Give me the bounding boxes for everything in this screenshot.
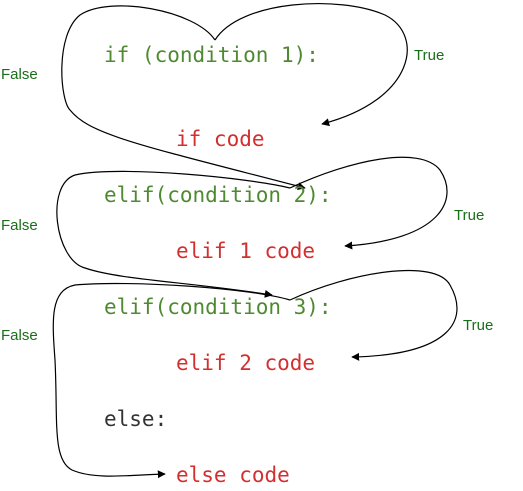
- elif1-condition-line: elif(condition 2):: [104, 183, 332, 207]
- true-label-2: True: [454, 207, 485, 224]
- false-arrow-3: [52, 282, 291, 479]
- else-code-line: else code: [176, 463, 290, 487]
- false-arrow-2: [56, 170, 291, 298]
- false-label-1: False: [1, 66, 38, 83]
- elif2-code-line: elif 2 code: [176, 351, 316, 375]
- false-arrow-1: [61, 5, 306, 191]
- if-code-line: if code: [176, 127, 265, 151]
- false-label-2: False: [1, 217, 38, 234]
- true-arrow-3: [289, 269, 458, 361]
- if-condition-line: if (condition 1):: [104, 43, 319, 67]
- true-arrow-1: [214, 3, 408, 127]
- true-label-3: True: [463, 317, 494, 334]
- false-label-3: False: [1, 327, 38, 344]
- true-arrow-2: [289, 156, 448, 250]
- elif2-condition-line: elif(condition 3):: [104, 295, 332, 319]
- else-keyword-line: else:: [104, 407, 168, 431]
- true-label-1: True: [414, 47, 445, 64]
- elif1-code-line: elif 1 code: [176, 239, 316, 263]
